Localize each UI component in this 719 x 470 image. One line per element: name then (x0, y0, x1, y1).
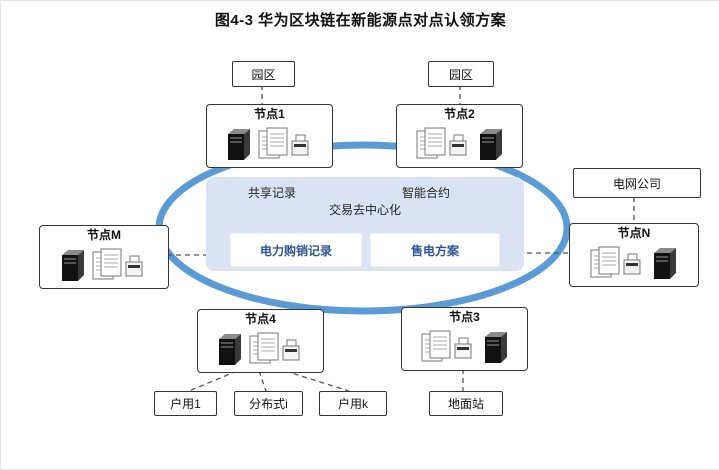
ground-station-label: 地面站 (447, 397, 484, 411)
park-box-left: 园区 (232, 61, 295, 87)
node-4-label: 节点4 (245, 312, 276, 326)
household-1-box: 户用1 (154, 391, 217, 416)
server-icon (652, 246, 678, 280)
node-box-1: 节点1 (206, 104, 333, 168)
shared-record-label: 共享记录 (248, 186, 297, 200)
ground-station-box: 地面站 (429, 391, 503, 416)
documents-printer-icon (590, 245, 646, 281)
documents-printer-icon (92, 247, 148, 283)
node-3-label: 节点3 (449, 310, 480, 324)
decentralized-trade-label: 交易去中心化 (328, 203, 401, 217)
household-k-box: 户用k (319, 391, 387, 416)
node-box-n: 节点N (569, 223, 699, 287)
node-2-label: 节点2 (444, 107, 475, 121)
household-k-label: 户用k (337, 397, 368, 411)
park-box-right: 园区 (428, 61, 494, 87)
documents-printer-icon (421, 329, 477, 365)
node-box-m: 节点M (39, 225, 169, 289)
park-right-label: 园区 (448, 67, 473, 82)
park-left-label: 园区 (251, 67, 276, 82)
grid-company-label: 电网公司 (612, 176, 661, 191)
server-icon (217, 332, 243, 366)
sale-plan-box: 售电方案 (370, 233, 500, 267)
node-box-2: 节点2 (396, 104, 523, 168)
node-n-label: 节点N (617, 226, 651, 240)
server-icon (483, 330, 509, 364)
documents-printer-icon (249, 331, 305, 367)
node-m-label: 节点M (87, 228, 121, 242)
server-icon (226, 127, 252, 161)
dashed-connectors (167, 85, 635, 392)
smart-contract-label: 智能合约 (402, 186, 451, 200)
distributed-i-label: 分布式i (249, 397, 288, 411)
node-box-4: 节点4 (197, 309, 324, 373)
purchase-record-box: 电力购销记录 (230, 233, 362, 267)
documents-printer-icon (258, 126, 314, 162)
figure-title: 图4-3 华为区块链在新能源点对点认领方案 (214, 12, 507, 29)
documents-printer-icon (416, 126, 472, 162)
node-1-label: 节点1 (254, 107, 285, 121)
grid-company-box: 电网公司 (573, 168, 701, 198)
blockchain-panel: 共享记录 智能合约 交易去中心化 电力购销记录 售电方案 (206, 177, 524, 271)
household-1-label: 户用1 (170, 397, 201, 411)
node-box-3: 节点3 (401, 307, 528, 371)
server-icon (60, 248, 86, 282)
distributed-i-box: 分布式i (234, 391, 303, 416)
server-icon (478, 127, 504, 161)
